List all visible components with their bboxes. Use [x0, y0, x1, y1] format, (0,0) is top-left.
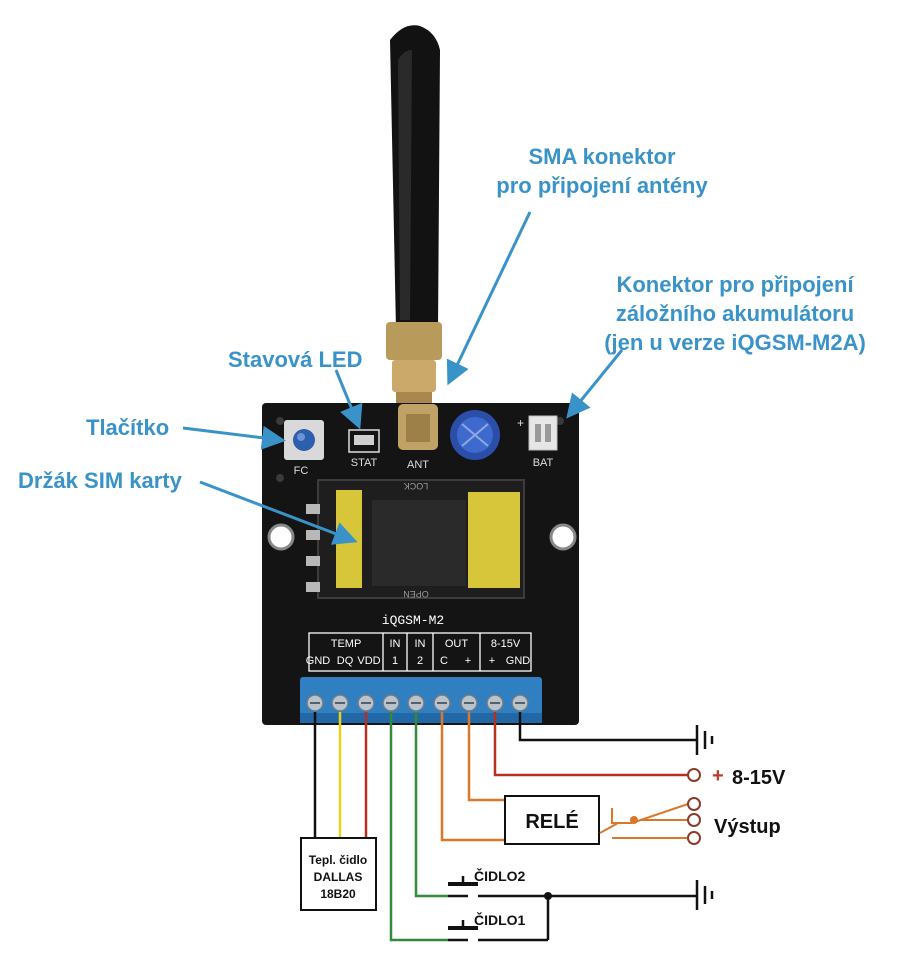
terminal-pin-label: 1 [392, 655, 398, 667]
callout-sim-holder: Držák SIM karty [18, 466, 182, 495]
relay-contacts [611, 803, 689, 839]
callout-battery-line-3: (jen u verze iQGSM-M2A) [604, 330, 866, 355]
capacitor [450, 410, 500, 460]
output-label: Výstup [714, 816, 781, 838]
silk-stat: STAT [351, 457, 378, 469]
push-button [284, 420, 324, 460]
terminal-group-title: TEMP [331, 638, 362, 650]
board-model: iQGSM-M2 [382, 613, 444, 628]
terminal-pin-label: + [465, 655, 471, 667]
power-terminal [687, 768, 701, 782]
terminal-pin-label: VDD [357, 655, 380, 667]
temp-sensor-line-2: DALLAS [314, 870, 363, 884]
sim-holder [306, 479, 525, 599]
callout-battery: Konektor pro připojení záložního akumulá… [585, 270, 885, 357]
relay-coil-link [599, 822, 619, 834]
sim-open-mark: OPEN [403, 589, 429, 599]
terminal-pin-label: GND [506, 655, 531, 667]
terminal-group-title: IN [390, 638, 401, 650]
sim-lock-mark: LOCK [404, 481, 429, 491]
callout-button: Tlačítko [86, 413, 169, 442]
sma-connector [398, 404, 438, 450]
terminal-label-frame [308, 632, 532, 672]
wire-in1 [389, 712, 448, 942]
temp-sensor-line-3: 18B20 [320, 887, 356, 901]
input2-label: ČIDLO2 [474, 867, 526, 884]
terminal-group-title: 8-15V [491, 638, 521, 650]
callout-status-led: Stavová LED [228, 345, 363, 374]
silk-fc: FC [294, 465, 309, 477]
power-label: 8-15V [732, 767, 786, 789]
terminal-screws [306, 694, 529, 712]
relay-box [504, 795, 600, 845]
wire-out-c [440, 712, 505, 842]
temp-sensor-box [300, 837, 377, 911]
callout-sma: SMA konektor pro připojení antény [487, 142, 717, 200]
terminal-group-title: OUT [445, 638, 469, 650]
input-switch-1 [448, 920, 548, 942]
callout-battery-line-2: záložního akumulátoru [615, 301, 855, 326]
silk-ant: ANT [407, 459, 429, 471]
power-plus-sign: + [712, 765, 724, 787]
callout-sma-line-2: pro připojení antény [496, 173, 708, 198]
terminal-pin-label: 2 [417, 655, 423, 667]
relay-label: RELÉ [525, 810, 578, 833]
input1-label: ČIDLO1 [474, 911, 526, 928]
ground-symbol [695, 880, 714, 910]
relay-pivot [630, 816, 638, 824]
terminal-pin-label: + [489, 655, 495, 667]
terminal-pin-label: C [440, 655, 448, 667]
silk-plus: + [517, 416, 524, 430]
callout-sma-line-1: SMA konektor [528, 144, 676, 169]
callout-sim-holder-text: Držák SIM karty [18, 468, 182, 493]
wire-power-gnd [518, 712, 697, 742]
output-terminal-no [687, 797, 701, 811]
wire-in2 [414, 712, 448, 898]
temp-sensor-line-1: Tepl. čidlo [309, 853, 367, 867]
output-terminal-c [687, 813, 701, 827]
callout-battery-line-1: Konektor pro připojení [616, 272, 854, 297]
battery-connector [528, 415, 558, 451]
input-switch-2 [448, 876, 697, 940]
silk-bat: BAT [533, 457, 554, 469]
terminal-pin-label: GND [306, 655, 331, 667]
input-junction [544, 892, 552, 900]
terminal-group-title: IN [415, 638, 426, 650]
status-led [348, 429, 380, 453]
wires [313, 712, 697, 942]
terminal-pin-label: DQ [337, 655, 354, 667]
wire-power-plus [493, 712, 688, 777]
callout-button-text: Tlačítko [86, 415, 170, 440]
wire-out-plus [467, 712, 505, 802]
callout-status-led-text: Stavová LED [228, 347, 363, 372]
callout-arrows [182, 211, 624, 545]
antenna [386, 25, 442, 408]
output-terminal-nc [687, 831, 701, 845]
ground-symbol [695, 725, 714, 755]
